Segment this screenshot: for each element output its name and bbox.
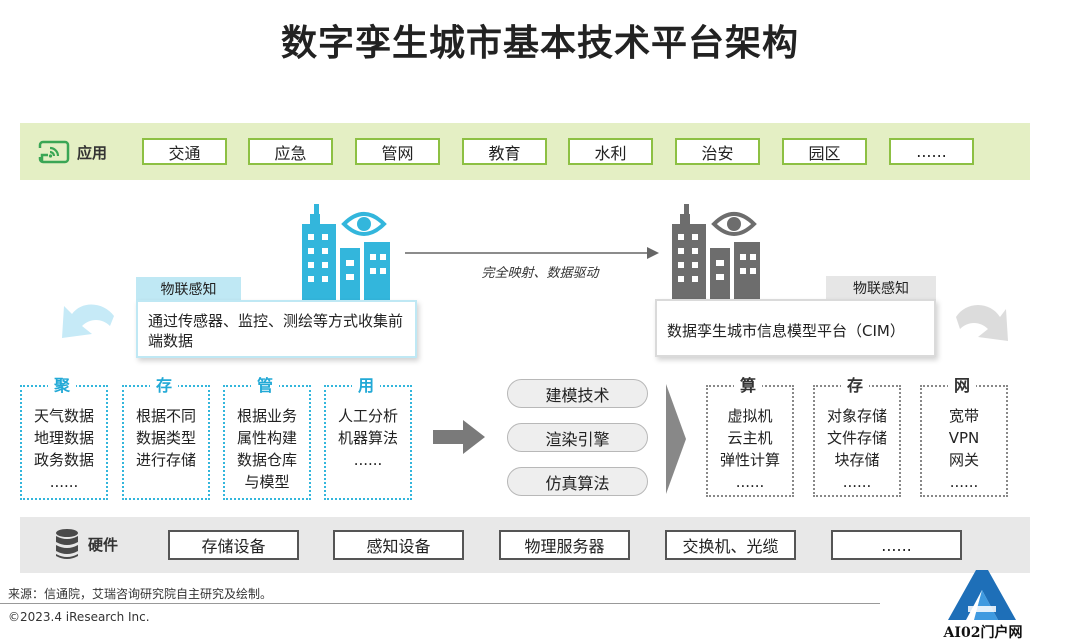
application-label: 应用 (77, 144, 108, 162)
column-gather-line: ...... (49, 473, 79, 491)
app-item-water: 水利 (568, 138, 653, 165)
column-gather: 天气数据 地理数据 政务数据 ...... (20, 385, 108, 500)
watermark-text: AI02门户网 (943, 625, 1023, 640)
application-layer: 应用 交通 应急 管网 教育 水利 治安 园区 ...... (20, 123, 1030, 180)
column-network-line: ...... (949, 473, 979, 491)
column-gather-line: 地理数据 (33, 429, 94, 447)
column-use-line: 人工分析 (337, 407, 398, 425)
hw-item-sensing: 感知设备 (333, 530, 464, 560)
app-item-education: 教育 (462, 138, 547, 165)
column-compute-line: ...... (735, 473, 765, 491)
hw-item-switch: 交换机、光缆 (665, 530, 796, 560)
curved-arrow-left-icon (52, 296, 118, 354)
tech-simulation: 仿真算法 (507, 467, 648, 496)
app-item-pipeline: 管网 (355, 138, 440, 165)
column-store-head: 存 (150, 372, 179, 396)
app-item-security: 治安 (675, 138, 760, 165)
flow-arrow-icon (433, 420, 485, 458)
hw-item-server: 物理服务器 (499, 530, 630, 560)
iot-left-tag: 物联感知 (136, 277, 241, 301)
hardware-layer: 硬件 存储设备 感知设备 物理服务器 交换机、光缆 ...... (20, 517, 1030, 573)
column-compute-line: 云主机 (727, 429, 773, 447)
curved-arrow-right-icon (952, 295, 1014, 355)
column-use-head: 用 (352, 372, 381, 396)
mapping-label: 完全映射、数据驱动 (481, 266, 599, 281)
column-storage-line: 块存储 (834, 451, 880, 469)
mapping-arrow-icon (405, 245, 660, 264)
chevron-right-icon (666, 384, 686, 498)
application-icon (38, 139, 72, 169)
column-manage-line: 根据业务 (236, 407, 297, 425)
hw-item-more: ...... (831, 530, 962, 560)
hardware-label: 硬件 (88, 536, 119, 554)
column-network-head: 网 (948, 372, 977, 396)
physical-city-building-icon (298, 202, 394, 302)
column-storage-line: 对象存储 (826, 407, 887, 425)
tech-rendering: 渲染引擎 (507, 423, 648, 452)
tech-modeling: 建模技术 (507, 379, 648, 408)
column-gather-head: 聚 (48, 372, 77, 396)
cim-platform-box: 数据孪生城市信息模型平台（CIM） (655, 299, 936, 357)
column-compute-head: 算 (734, 372, 763, 396)
column-use: 人工分析 机器算法 ...... (324, 385, 412, 500)
column-network-line: 宽带 (948, 407, 979, 425)
app-item-more: ...... (889, 138, 974, 165)
column-compute-line: 弹性计算 (719, 451, 780, 469)
column-gather-line: 政务数据 (33, 451, 94, 469)
source-note: 来源：信通院，艾瑞咨询研究院自主研究及绘制。 (8, 587, 273, 601)
watermark-logo-icon (938, 566, 1022, 626)
column-store: 根据不同 数据类型 进行存储 (122, 385, 210, 500)
column-store-line: 数据类型 (135, 429, 196, 447)
column-storage-line: 文件存储 (826, 429, 887, 447)
column-storage-head: 存 (841, 372, 870, 396)
column-manage-line: 与模型 (244, 473, 290, 491)
column-storage: 对象存储 文件存储 块存储 ...... (813, 385, 901, 497)
column-manage: 根据业务 属性构建 数据仓库 与模型 (223, 385, 311, 500)
app-item-emergency: 应急 (248, 138, 333, 165)
app-item-transport: 交通 (142, 138, 227, 165)
app-item-park: 园区 (782, 138, 867, 165)
column-manage-line: 数据仓库 (236, 451, 297, 469)
digital-twin-building-icon (668, 202, 764, 302)
iot-left-description: 通过传感器、监控、测绘等方式收集前端数据 (136, 300, 417, 358)
column-use-line: 机器算法 (337, 429, 398, 447)
hw-item-storage: 存储设备 (168, 530, 299, 560)
column-compute-line: 虚拟机 (727, 407, 773, 425)
column-store-line: 进行存储 (135, 451, 196, 469)
copyright: ©2023.4 iResearch Inc. (8, 610, 150, 624)
column-gather-line: 天气数据 (33, 407, 94, 425)
column-store-line: 根据不同 (135, 407, 196, 425)
column-manage-line: 属性构建 (236, 429, 297, 447)
column-network: 宽带 VPN 网关 ...... (920, 385, 1008, 497)
footer-divider (0, 603, 880, 604)
column-storage-line: ...... (842, 473, 872, 491)
column-use-line: ...... (353, 451, 383, 469)
iot-right-tag: 物联感知 (826, 276, 936, 300)
column-network-line: VPN (948, 429, 980, 447)
column-manage-head: 管 (251, 372, 280, 396)
page-title: 数字孪生城市基本技术平台架构 (280, 23, 799, 64)
column-network-line: 网关 (948, 451, 979, 469)
column-compute: 虚拟机 云主机 弹性计算 ...... (706, 385, 794, 497)
database-icon (55, 528, 79, 564)
